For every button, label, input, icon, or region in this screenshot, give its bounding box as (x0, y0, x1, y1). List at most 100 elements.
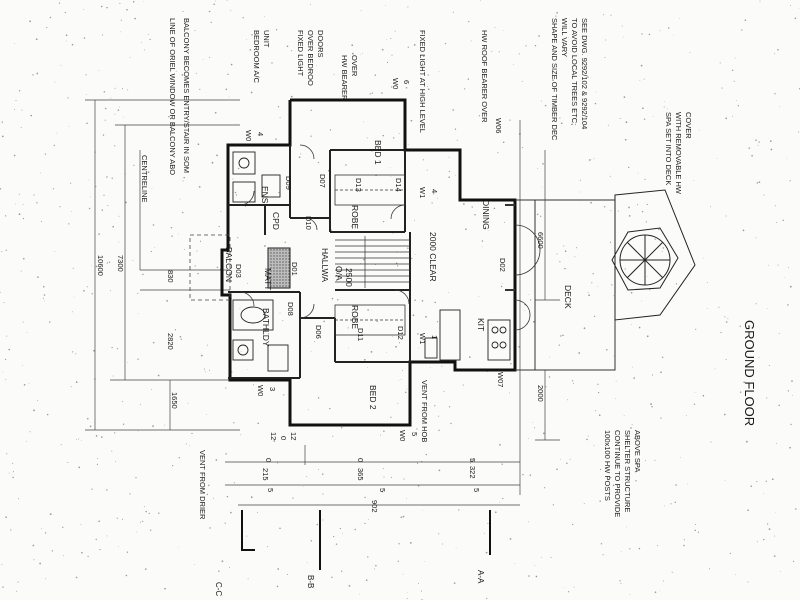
scan-speck (87, 555, 89, 558)
scan-speck (54, 251, 56, 252)
scan-speck (447, 291, 449, 293)
scan-speck (509, 392, 511, 394)
scan-speck (106, 489, 108, 491)
scan-speck (470, 40, 472, 42)
scan-speck (142, 1, 144, 2)
scan-speck (794, 17, 797, 20)
scan-speck (619, 118, 621, 119)
scan-speck (716, 158, 718, 160)
scan-speck (49, 16, 52, 19)
scan-speck (29, 431, 31, 433)
scan-speck (640, 64, 643, 67)
note-posts-3: SHELTER STRUCTURE (623, 430, 632, 512)
scan-speck (645, 221, 647, 223)
scan-speck (462, 384, 464, 386)
scan-speck (694, 529, 697, 532)
scan-speck (769, 140, 772, 142)
scan-speck (366, 137, 368, 139)
scan-speck (639, 80, 641, 81)
scan-speck (43, 294, 46, 296)
scan-speck (524, 309, 526, 311)
scan-speck (579, 191, 581, 193)
scan-speck (180, 338, 182, 340)
note-balcony-entry: BALCONY BECOMES ENTRY/STAIR IN SOM (182, 18, 191, 173)
scan-speck (164, 587, 166, 590)
scan-speck (787, 304, 789, 306)
scan-speck (39, 172, 41, 174)
scan-speck (126, 551, 129, 553)
scan-speck (664, 100, 665, 102)
scan-speck (735, 574, 737, 575)
deck-outline (505, 199, 616, 371)
scan-speck (483, 532, 485, 534)
scan-speck (6, 335, 8, 337)
scan-speck (33, 559, 35, 561)
scan-speck (310, 540, 313, 542)
scan-speck (215, 0, 216, 2)
scan-speck (536, 213, 539, 216)
scan-speck (763, 194, 765, 196)
scan-speck (780, 571, 781, 572)
scan-speck (333, 73, 335, 75)
scan-speck (742, 229, 745, 232)
scan-speck (757, 144, 759, 146)
scan-speck (22, 321, 24, 323)
scan-speck (275, 29, 278, 31)
scan-speck (789, 285, 792, 288)
scan-speck (421, 300, 424, 302)
scan-speck (96, 463, 99, 466)
scan-speck (29, 20, 31, 23)
scan-speck (497, 152, 499, 154)
scan-speck (85, 94, 87, 96)
scan-speck (637, 172, 639, 174)
window-tag-w07: W07 (496, 372, 505, 387)
room-label-matt: MATT (263, 268, 273, 291)
scan-speck (518, 53, 520, 55)
scan-speck (101, 209, 104, 211)
scan-speck (333, 535, 335, 538)
matt-hatched-area (267, 247, 291, 289)
scan-speck (583, 327, 586, 330)
scan-speck (233, 422, 235, 424)
scan-speck (706, 281, 708, 283)
scan-speck (560, 459, 562, 460)
scan-speck (351, 44, 354, 47)
scan-speck (67, 97, 69, 99)
scan-speck (106, 262, 109, 264)
scan-speck (211, 161, 214, 164)
scan-speck (778, 333, 780, 335)
scan-speck (359, 53, 361, 55)
scan-speck (17, 581, 19, 583)
scan-speck (133, 164, 135, 166)
scan-speck (210, 21, 212, 24)
scan-speck (142, 273, 144, 276)
scan-speck (695, 328, 697, 330)
scan-speck (383, 430, 385, 432)
scan-speck (664, 505, 665, 507)
scan-speck (306, 562, 308, 563)
scan-speck (279, 527, 281, 529)
room-label-deck: DECK (563, 285, 573, 309)
kitchen-fixtures (424, 309, 511, 361)
scan-speck (150, 250, 152, 253)
scan-speck (782, 219, 784, 222)
spa-enclosure (611, 189, 696, 321)
scan-speck (766, 523, 769, 525)
scan-speck (463, 203, 465, 205)
scan-speck (36, 202, 38, 204)
scan-speck (33, 194, 35, 196)
scan-speck (137, 430, 139, 432)
scan-speck (239, 308, 241, 310)
scan-speck (542, 163, 544, 165)
scan-speck (775, 512, 776, 514)
scan-speck (214, 111, 217, 114)
scan-speck (448, 406, 451, 408)
scan-speck (790, 5, 791, 6)
scan-speck (407, 247, 409, 249)
room-label-oa: O/A (334, 266, 344, 281)
scan-speck (720, 331, 722, 334)
scan-speck (62, 526, 64, 528)
scan-speck (427, 88, 430, 91)
window-tag-w0-top: W0 (244, 130, 253, 141)
dim-0b: 0 (264, 458, 273, 462)
